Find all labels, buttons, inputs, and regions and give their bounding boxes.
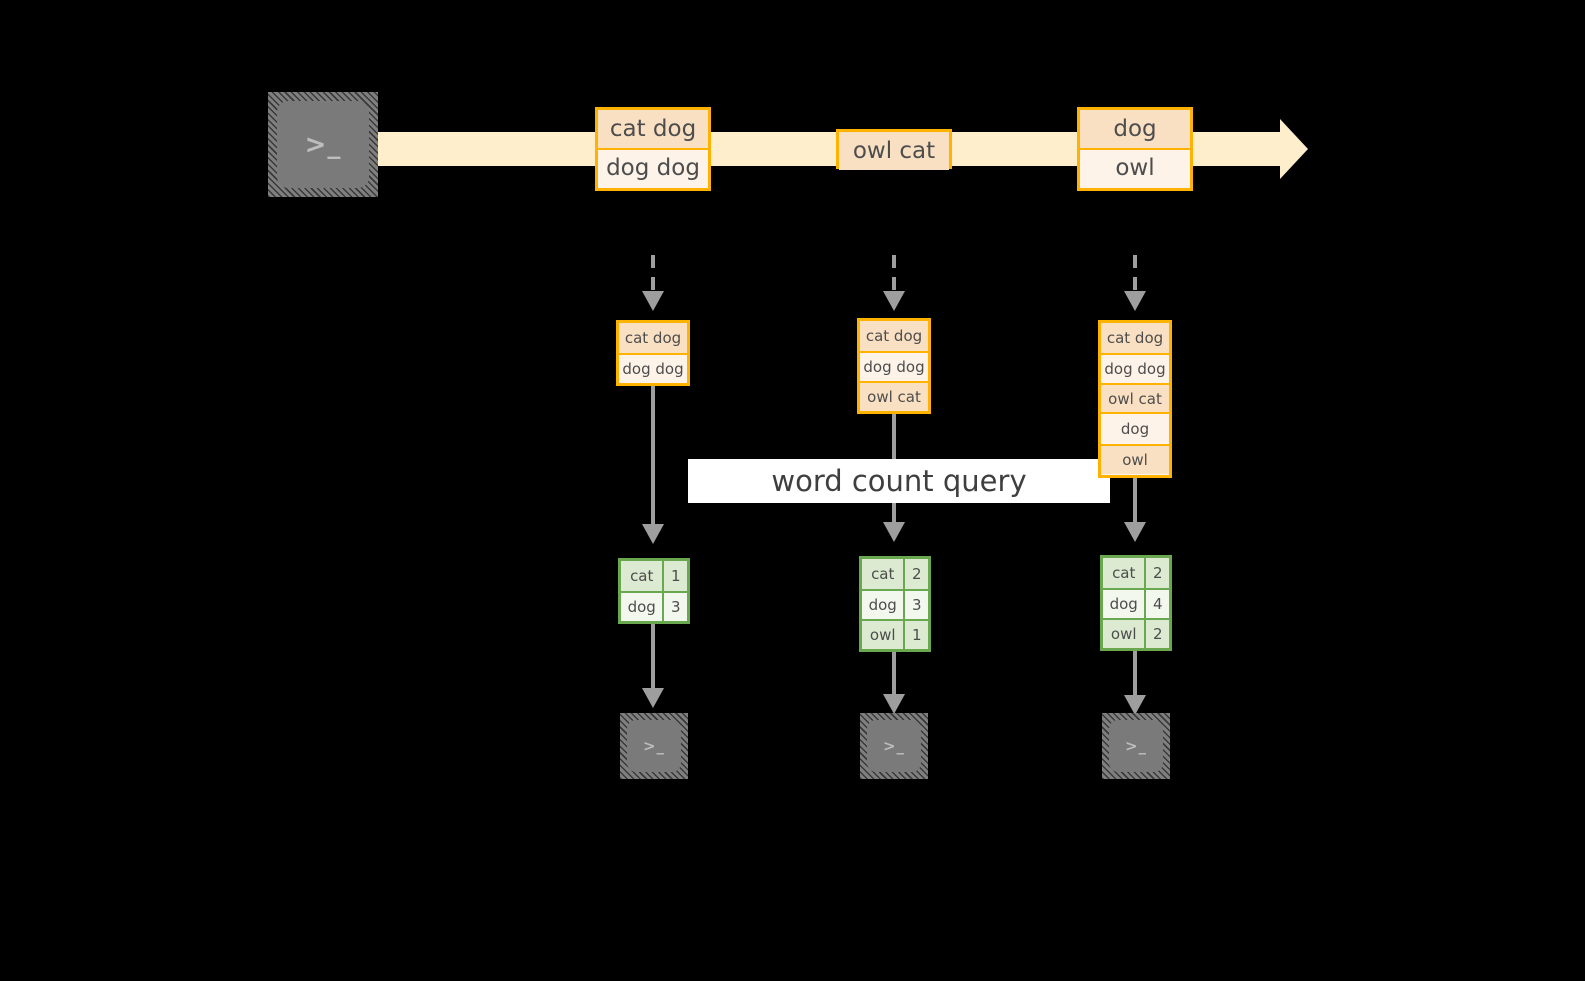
- query-arrowhead-2: [883, 522, 905, 542]
- stream-message-3[interactable]: dog owl: [1077, 107, 1193, 191]
- query-arrowhead-3: [1124, 522, 1146, 542]
- source-terminal-icon[interactable]: >_: [268, 92, 378, 197]
- state-line: dog dog: [1101, 353, 1169, 383]
- result-word: owl: [1103, 620, 1145, 648]
- trigger-connector-3: [1133, 255, 1137, 293]
- state-line: cat dog: [1101, 323, 1169, 353]
- query-label: word count query: [688, 459, 1110, 503]
- sink-connector-3: [1133, 651, 1137, 697]
- result-word: owl: [862, 621, 904, 649]
- table-row: cat 2: [1103, 558, 1169, 588]
- state-line: dog: [1101, 414, 1169, 444]
- stream-message-line: owl cat: [839, 132, 949, 170]
- result-count: 2: [1144, 620, 1169, 648]
- stream-message-line: dog dog: [598, 148, 708, 186]
- trigger-arrowhead-1: [642, 291, 664, 311]
- state-line: dog dog: [619, 353, 687, 383]
- table-row: dog 4: [1103, 588, 1169, 618]
- sink-connector-2: [892, 652, 896, 696]
- stream-message-line: cat dog: [598, 110, 708, 148]
- sink-arrowhead-3: [1124, 695, 1146, 715]
- stream-message-2[interactable]: owl cat: [836, 129, 952, 170]
- state-line: cat dog: [619, 323, 687, 353]
- state-line: owl cat: [1101, 383, 1169, 413]
- stream-message-line: dog: [1080, 110, 1190, 148]
- result-word: cat: [1103, 558, 1145, 588]
- result-count: 4: [1144, 590, 1169, 618]
- result-word: cat: [621, 561, 663, 591]
- result-word: dog: [621, 593, 663, 621]
- terminal-screen: [277, 101, 369, 188]
- state-line: owl: [1101, 444, 1169, 474]
- state-box-2[interactable]: cat dog dog dog owl cat: [857, 318, 931, 414]
- terminal-screen: [1109, 720, 1163, 772]
- trigger-connector-1: [651, 255, 655, 293]
- sink-arrowhead-2: [883, 694, 905, 714]
- sink-terminal-icon-2[interactable]: >_: [860, 713, 928, 779]
- sink-arrowhead-1: [642, 688, 664, 708]
- result-table-2[interactable]: cat 2 dog 3 owl 1: [859, 556, 931, 652]
- table-row: cat 1: [621, 561, 687, 591]
- state-line: cat dog: [860, 321, 928, 351]
- query-connector-3: [1133, 478, 1137, 524]
- stream-message-1[interactable]: cat dog dog dog: [595, 107, 711, 191]
- result-count: 2: [1144, 558, 1169, 588]
- trigger-connector-2: [892, 255, 896, 293]
- result-table-1[interactable]: cat 1 dog 3: [618, 558, 690, 624]
- query-connector-1: [651, 386, 655, 526]
- terminal-screen: [627, 720, 681, 772]
- trigger-arrowhead-2: [883, 291, 905, 311]
- result-word: cat: [862, 559, 904, 589]
- query-arrowhead-1: [642, 524, 664, 544]
- table-row: dog 3: [621, 591, 687, 621]
- terminal-screen: [867, 720, 921, 772]
- sink-terminal-icon-3[interactable]: >_: [1102, 713, 1170, 779]
- result-count: 1: [662, 561, 687, 591]
- sink-connector-1: [651, 624, 655, 690]
- result-word: dog: [862, 591, 904, 619]
- state-line: dog dog: [860, 351, 928, 381]
- state-line: owl cat: [860, 381, 928, 411]
- query-label-text: word count query: [771, 464, 1027, 498]
- result-count: 2: [903, 559, 928, 589]
- state-box-1[interactable]: cat dog dog dog: [616, 320, 690, 386]
- table-row: owl 1: [862, 619, 928, 649]
- result-table-3[interactable]: cat 2 dog 4 owl 2: [1100, 555, 1172, 651]
- result-count: 3: [903, 591, 928, 619]
- result-count: 1: [903, 621, 928, 649]
- table-row: cat 2: [862, 559, 928, 589]
- sink-terminal-icon-1[interactable]: >_: [620, 713, 688, 779]
- state-box-3-overlay: dog owl: [1098, 412, 1172, 478]
- table-row: dog 3: [862, 589, 928, 619]
- result-word: dog: [1103, 590, 1145, 618]
- table-row: owl 2: [1103, 618, 1169, 648]
- result-count: 3: [662, 593, 687, 621]
- stream-arrow-head: [1280, 119, 1308, 179]
- stream-message-line: owl: [1080, 148, 1190, 186]
- trigger-arrowhead-3: [1124, 291, 1146, 311]
